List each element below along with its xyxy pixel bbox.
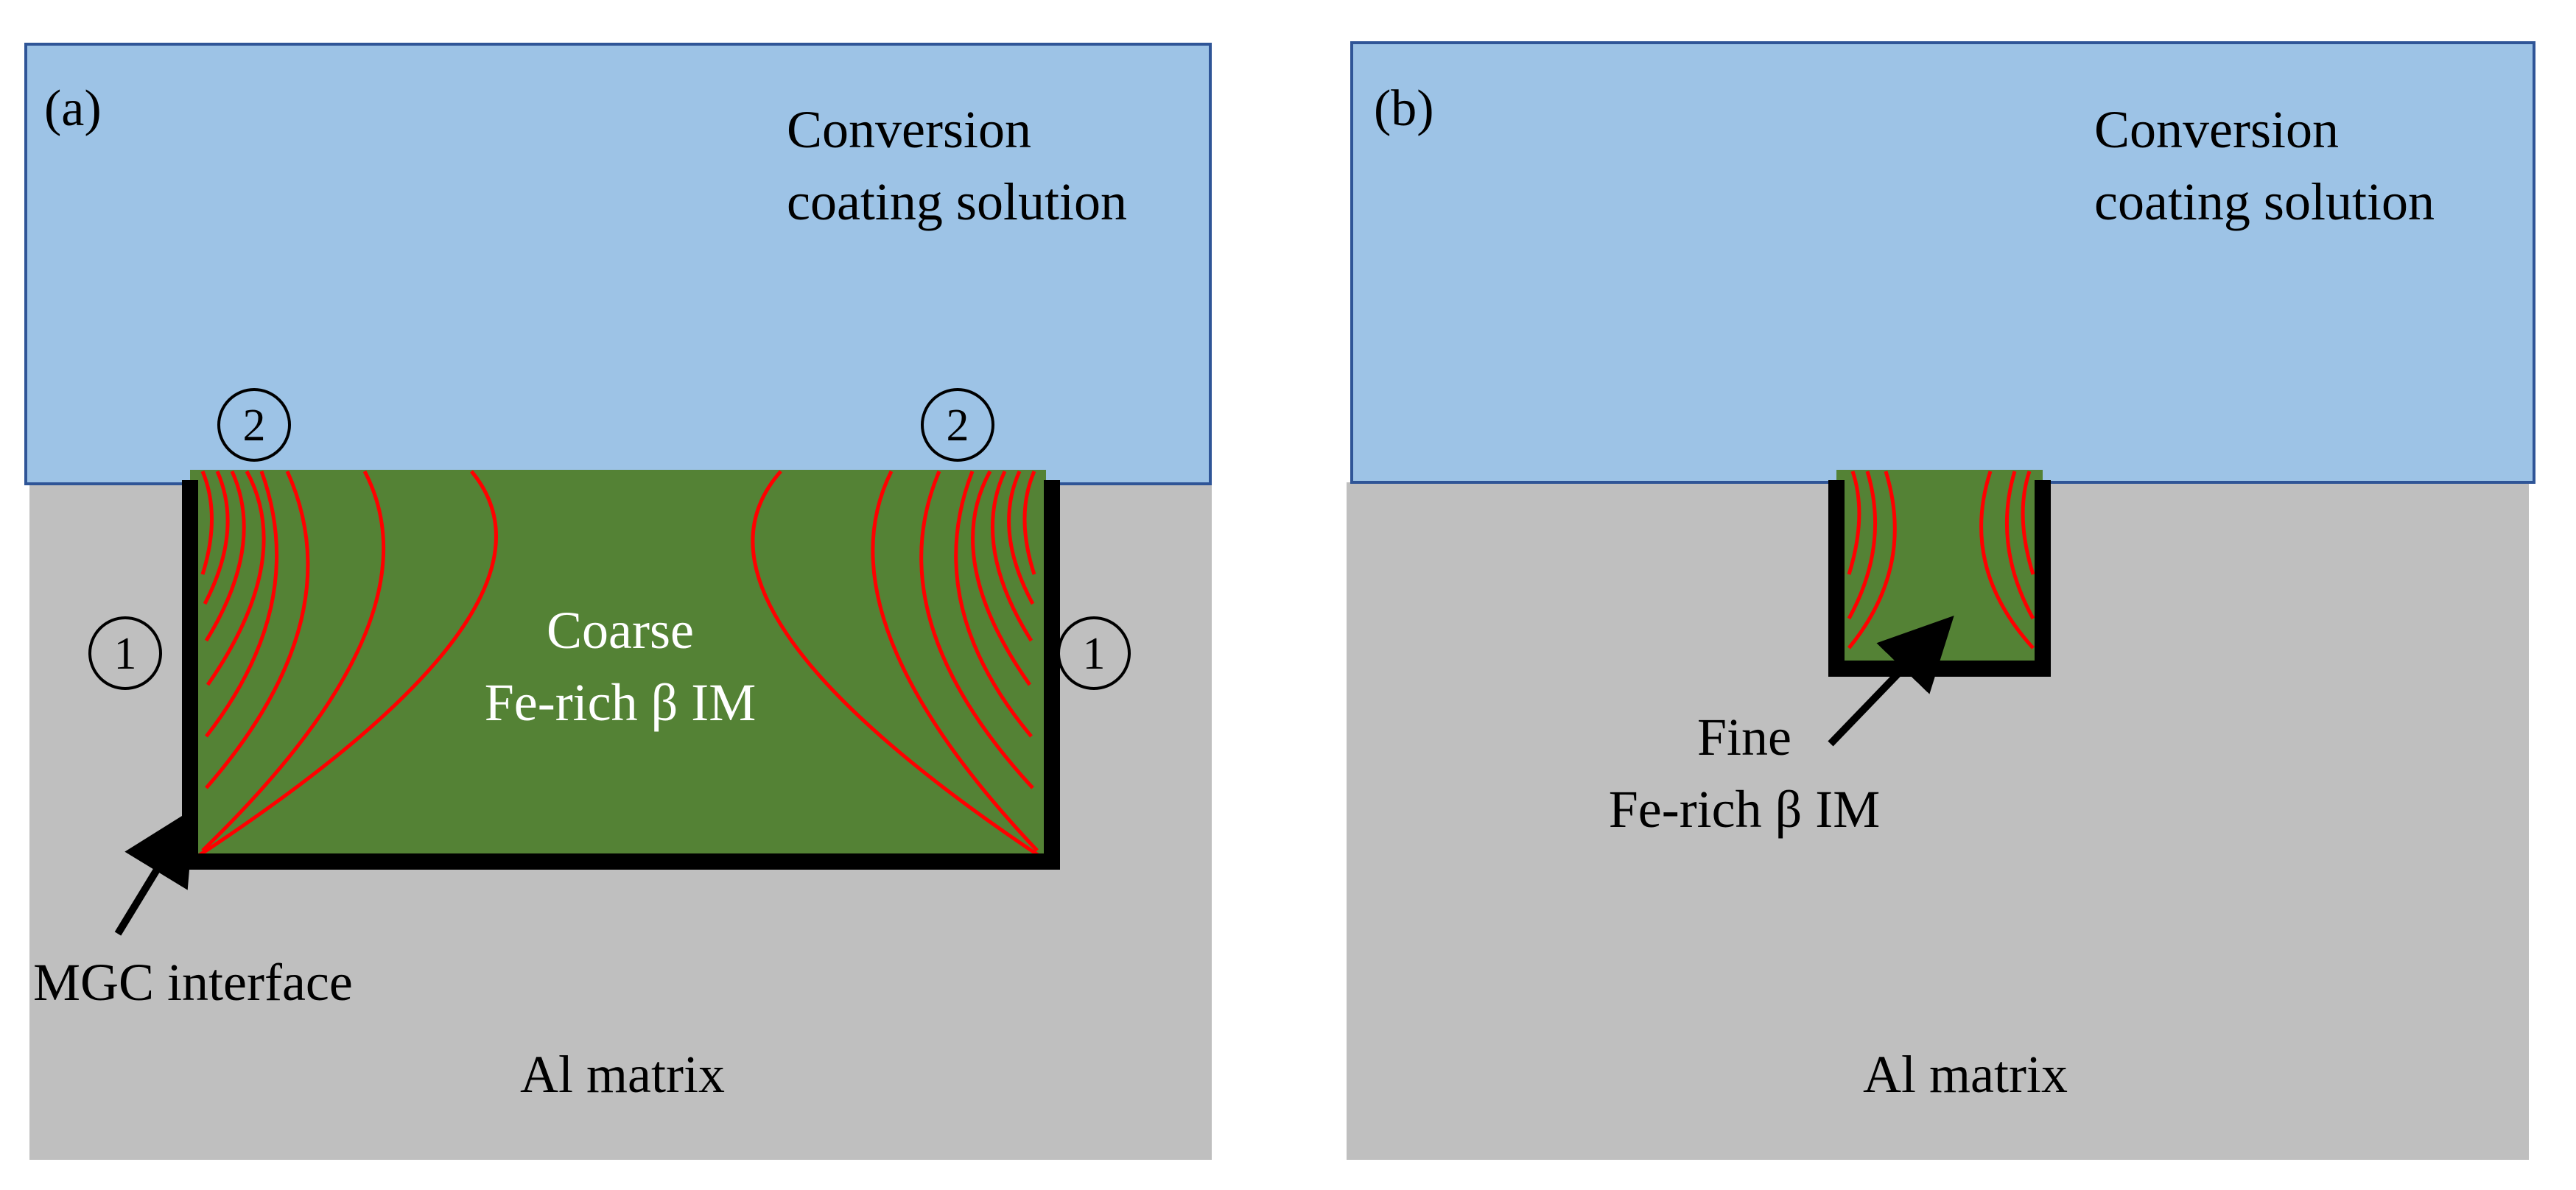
panel-a-interface-arrow bbox=[114, 808, 195, 936]
flux-line bbox=[201, 470, 386, 852]
panel-a-particle-label-line1: Coarse bbox=[547, 601, 694, 660]
panel-b-matrix-label: Al matrix bbox=[1863, 1045, 2068, 1104]
flux-line bbox=[991, 470, 1033, 642]
flux-line bbox=[751, 470, 1042, 859]
panel-a-tag: (a) bbox=[44, 80, 102, 137]
panel-b-tag: (b) bbox=[1374, 80, 1434, 137]
panel-b-solution-label-line2: coating solution bbox=[2094, 172, 2435, 231]
panel-b-solution-label-line1: Conversion bbox=[2094, 100, 2339, 159]
flux-line bbox=[919, 471, 1034, 789]
svg-text:2: 2 bbox=[243, 401, 266, 451]
panel-a-mgc-interface bbox=[182, 480, 1060, 870]
panel-a-particle-label-line2: Fe-rich β IM bbox=[485, 673, 757, 732]
panel-b-particle-arrow bbox=[1828, 615, 1954, 747]
panel-a-solution bbox=[24, 43, 1212, 485]
panel-b: (b) Conversion coating solution Fine Fe-… bbox=[1347, 41, 2535, 1160]
flux-line bbox=[954, 471, 1033, 738]
panel-a: 2 2 1 1 (a) Conversion coating solution … bbox=[24, 43, 1212, 1160]
flux-line bbox=[1007, 470, 1035, 605]
flux-line bbox=[203, 470, 230, 605]
panel-a-solution-label-line2: coating solution bbox=[787, 172, 1127, 231]
flux-line bbox=[2004, 471, 2035, 620]
panel-a-marker-1-right: 1 bbox=[1057, 616, 1131, 690]
panel-b-particle-label-line2: Fe-rich β IM bbox=[1609, 780, 1881, 839]
flux-line bbox=[200, 471, 214, 575]
flux-line bbox=[1022, 471, 1036, 575]
panel-a-coarse-particle bbox=[190, 470, 1046, 858]
flux-line bbox=[205, 471, 279, 738]
flux-line bbox=[871, 470, 1039, 852]
svg-text:1: 1 bbox=[1083, 629, 1106, 679]
flux-line bbox=[1847, 471, 1861, 575]
flux-line bbox=[204, 470, 246, 642]
svg-text:2: 2 bbox=[947, 401, 969, 451]
panel-a-marker-2-right: 2 bbox=[921, 388, 994, 462]
flux-line bbox=[1847, 471, 1878, 620]
flux-line bbox=[205, 470, 310, 789]
panel-a-matrix-label: Al matrix bbox=[520, 1045, 725, 1104]
panel-a-marker-1-left: 1 bbox=[88, 616, 162, 690]
panel-b-solution bbox=[1350, 41, 2535, 484]
flux-line bbox=[1979, 471, 2035, 649]
panel-b-flux-lines bbox=[1847, 471, 2035, 649]
flux-line bbox=[1847, 471, 1897, 649]
flux-line bbox=[2021, 471, 2035, 575]
svg-text:1: 1 bbox=[114, 629, 137, 679]
flux-line bbox=[971, 470, 1032, 686]
panel-a-interface-label: MGC interface bbox=[33, 953, 353, 1012]
panel-b-particle-label-line1: Fine bbox=[1697, 708, 1791, 767]
panel-a-solution-label-line1: Conversion bbox=[787, 100, 1031, 159]
flux-line bbox=[196, 470, 498, 859]
panel-a-marker-2-left: 2 bbox=[217, 388, 291, 462]
panel-a-flux-lines bbox=[196, 470, 1042, 859]
flux-line bbox=[206, 470, 266, 686]
